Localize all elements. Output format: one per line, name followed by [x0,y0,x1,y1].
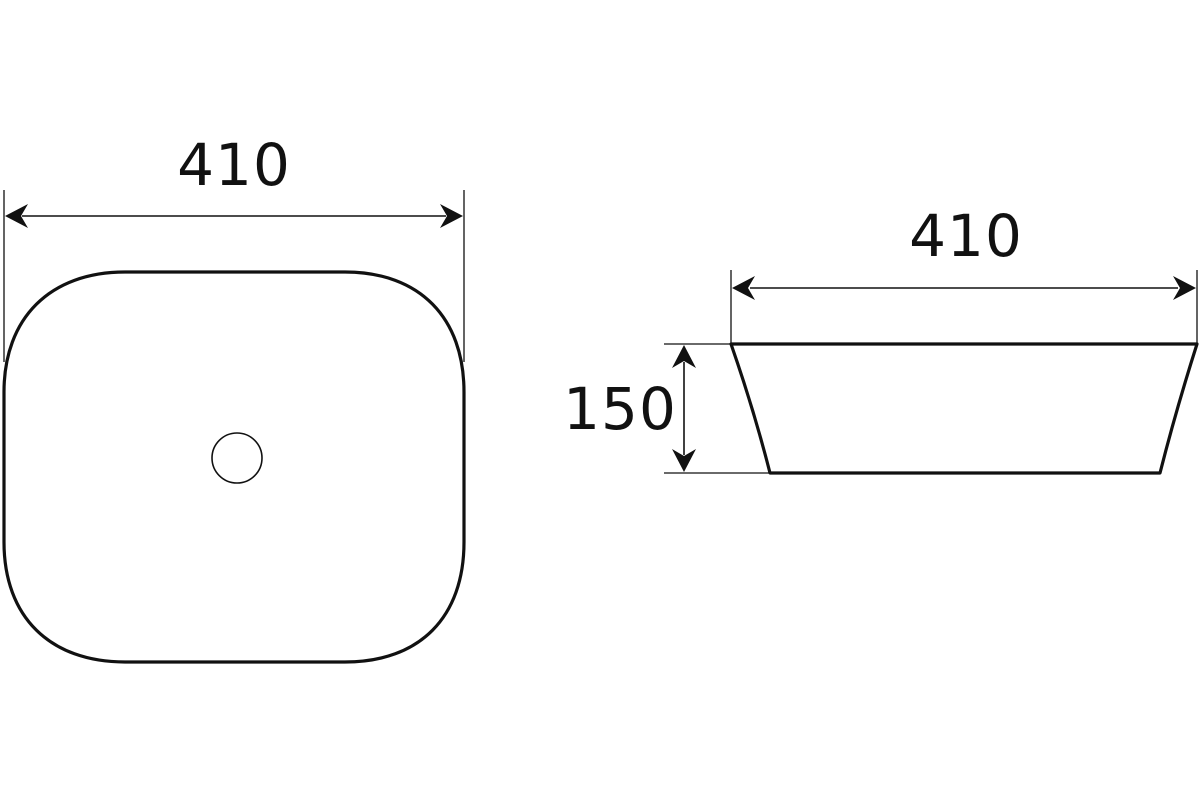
side-view: 410 150 [563,202,1199,475]
top-view-width-label: 410 [177,131,291,199]
side-view-height-label: 150 [563,375,677,443]
top-view: 410 [2,131,466,664]
side-view-arrow-right [1173,276,1196,300]
basin-side-outline [729,342,1199,475]
top-view-arrow-right [440,204,463,228]
side-view-arrow-bottom [672,449,696,472]
basin-top-outline [2,270,466,664]
side-view-arrow-left [732,276,755,300]
top-view-arrow-left [5,204,28,228]
drain-hole [211,432,263,484]
side-view-arrow-top [672,345,696,368]
side-view-width-label: 410 [909,202,1023,270]
